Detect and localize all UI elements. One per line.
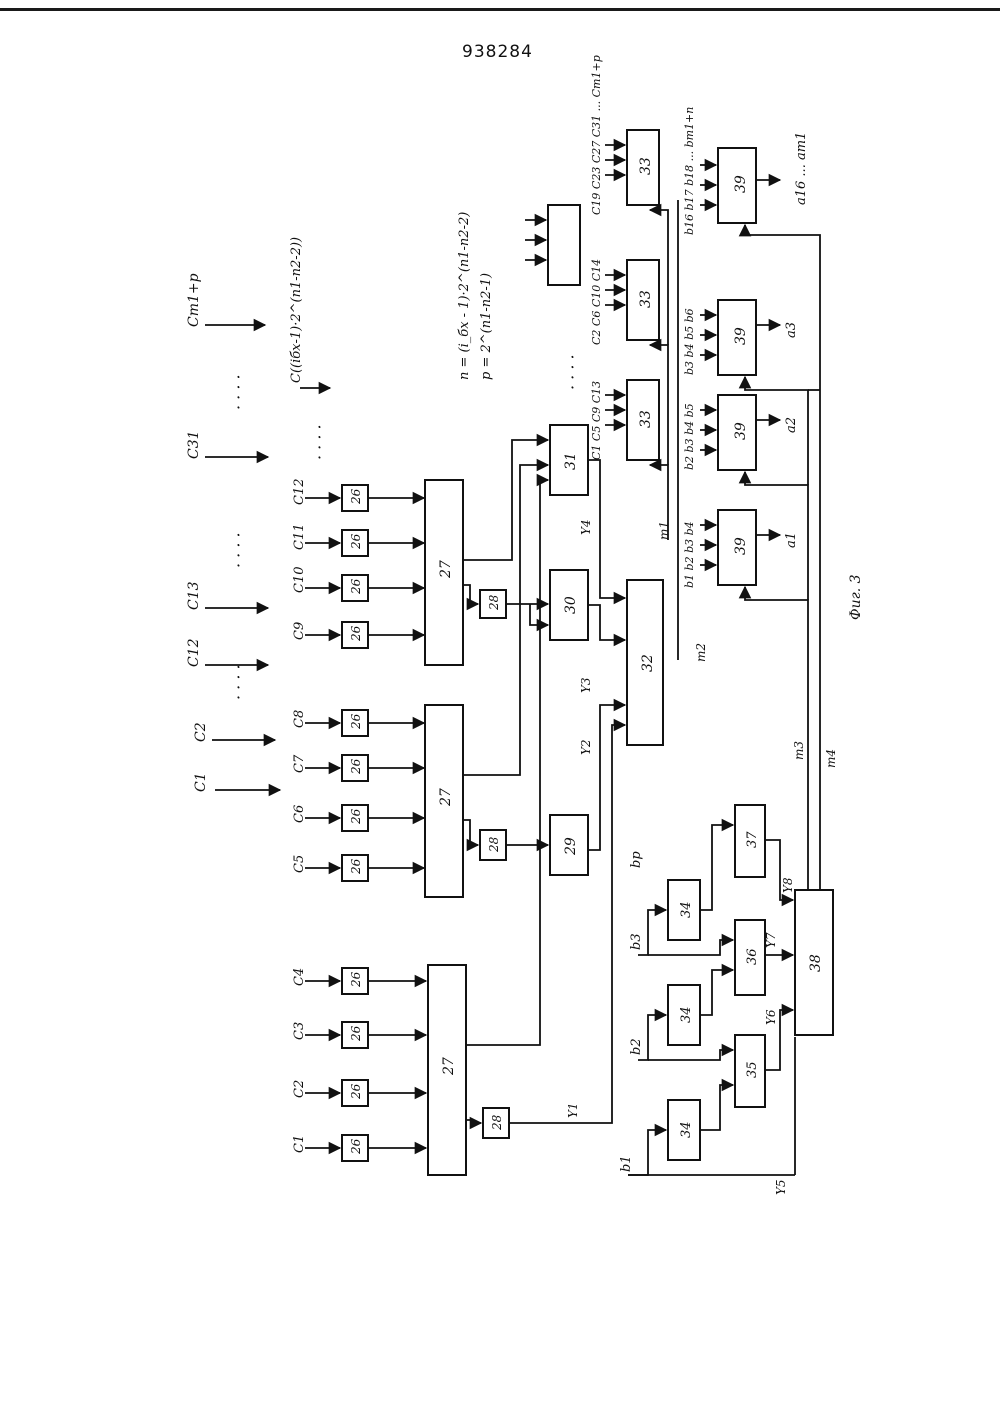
svg-text:C3: C3 bbox=[292, 1022, 307, 1040]
label-cm1p-top: Cm1+p bbox=[186, 273, 202, 327]
svg-text:a3: a3 bbox=[784, 322, 799, 338]
svg-text:34: 34 bbox=[679, 901, 694, 918]
svg-text:39: 39 bbox=[733, 537, 749, 555]
svg-text:C9: C9 bbox=[292, 622, 307, 640]
svg-text:b3 b4 b5 b6: b3 b4 b5 b6 bbox=[683, 308, 696, 375]
svg-text:Y3: Y3 bbox=[579, 677, 593, 693]
svg-text:30: 30 bbox=[563, 596, 579, 614]
svg-text:C2 C6 C10 C14: C2 C6 C10 C14 bbox=[590, 259, 603, 345]
dots-1: · · · · bbox=[229, 664, 248, 700]
svg-text:b16 b17 b18 ... bm1+n: b16 b17 b18 ... bm1+n bbox=[683, 107, 696, 235]
label-c2-top: C2 bbox=[193, 722, 209, 742]
svg-text:Y5: Y5 bbox=[774, 1179, 788, 1195]
formula-n: n = (i_бх - 1)·2^(n1-n2-2) bbox=[457, 212, 472, 380]
svg-text:26: 26 bbox=[349, 625, 363, 642]
top-c-arrows: C1 C2 C12 C13 C31 Cm1+p C((iбх-1)·2^(n1-… bbox=[186, 237, 582, 792]
label-c13-top: C13 bbox=[186, 581, 202, 610]
svg-text:C2: C2 bbox=[292, 1080, 307, 1098]
blocks-29-31: 29 30 31 bbox=[463, 425, 588, 1045]
svg-text:28: 28 bbox=[487, 594, 501, 611]
svg-text:27: 27 bbox=[438, 560, 454, 579]
svg-text:26: 26 bbox=[349, 1138, 363, 1155]
svg-text:Y8: Y8 bbox=[781, 877, 795, 893]
svg-text:m4: m4 bbox=[824, 749, 838, 768]
svg-text:35: 35 bbox=[745, 1061, 760, 1078]
svg-text:34: 34 bbox=[679, 1006, 694, 1023]
label-c31-top: C31 bbox=[186, 430, 202, 459]
svg-text:33: 33 bbox=[638, 157, 654, 175]
svg-text:26: 26 bbox=[349, 713, 363, 730]
svg-text:C5: C5 bbox=[292, 855, 307, 873]
svg-text:28: 28 bbox=[490, 1114, 504, 1131]
svg-text:m1: m1 bbox=[657, 521, 671, 540]
svg-text:Y7: Y7 bbox=[764, 932, 778, 948]
svg-text:29: 29 bbox=[563, 837, 579, 856]
svg-text:C19 C23 C27 C31 ... Cm1+p: C19 C23 C27 C31 ... Cm1+p bbox=[590, 55, 603, 215]
svg-text:b2: b2 bbox=[629, 1038, 644, 1055]
svg-text:b1: b1 bbox=[619, 1155, 634, 1172]
svg-text:27: 27 bbox=[441, 1057, 457, 1076]
dots-5: · · · · bbox=[563, 354, 582, 390]
label-c12-top: C12 bbox=[186, 638, 202, 667]
svg-text:a1: a1 bbox=[784, 532, 799, 548]
label-c1-top: C1 bbox=[193, 772, 209, 792]
dots-2: · · · · bbox=[229, 532, 248, 568]
svg-text:26: 26 bbox=[349, 533, 363, 550]
svg-text:Y1: Y1 bbox=[566, 1102, 580, 1118]
svg-text:26: 26 bbox=[349, 758, 363, 775]
svg-text:37: 37 bbox=[745, 831, 760, 848]
formula-p: p = 2^(n1-n2-1) bbox=[479, 273, 494, 380]
svg-text:C12: C12 bbox=[292, 479, 307, 506]
svg-text:26: 26 bbox=[349, 971, 363, 988]
svg-text:C11: C11 bbox=[292, 524, 307, 551]
svg-text:26: 26 bbox=[349, 858, 363, 875]
dots-4: · · · · bbox=[310, 424, 329, 460]
svg-text:b3: b3 bbox=[629, 933, 644, 950]
svg-text:a2: a2 bbox=[784, 417, 799, 433]
svg-text:38: 38 bbox=[808, 954, 824, 972]
svg-text:Y6: Y6 bbox=[764, 1009, 778, 1025]
blocks-39: 39 39 39 39 a1 a2 a3 a16 ... am1 b1 b2 b… bbox=[683, 107, 838, 890]
blocks-27: 27 27 27 bbox=[425, 480, 466, 1175]
svg-text:C7: C7 bbox=[292, 754, 307, 773]
svg-text:26: 26 bbox=[349, 578, 363, 595]
svg-text:39: 39 bbox=[733, 422, 749, 440]
svg-text:39: 39 bbox=[733, 327, 749, 345]
label-c-formula-top: C((iбх-1)·2^(n1-n2-2)) bbox=[289, 237, 304, 383]
svg-text:36: 36 bbox=[745, 948, 760, 965]
svg-text:27: 27 bbox=[438, 788, 454, 807]
svg-text:bp: bp bbox=[629, 851, 644, 868]
svg-text:31: 31 bbox=[563, 452, 579, 470]
svg-text:b2 b3 b4 b5: b2 b3 b4 b5 bbox=[683, 403, 696, 470]
svg-text:26: 26 bbox=[349, 1083, 363, 1100]
svg-text:33: 33 bbox=[638, 410, 654, 428]
figure-label: Фиг. 3 bbox=[848, 574, 864, 620]
svg-text:C8: C8 bbox=[292, 710, 307, 728]
svg-text:34: 34 bbox=[679, 1121, 694, 1138]
blocks-26: 26 26 26 26 26 26 26 26 26 26 26 26 C9 C… bbox=[292, 479, 426, 1162]
svg-text:Y4: Y4 bbox=[579, 519, 593, 535]
svg-text:C10: C10 bbox=[292, 567, 307, 594]
svg-text:26: 26 bbox=[349, 1025, 363, 1042]
svg-text:b1 b2 b3 b4: b1 b2 b3 b4 bbox=[683, 521, 696, 588]
svg-text:33: 33 bbox=[638, 290, 654, 308]
svg-text:m2: m2 bbox=[694, 643, 708, 662]
svg-text:32: 32 bbox=[640, 654, 656, 672]
svg-text:28: 28 bbox=[487, 836, 501, 853]
block-32: 32 Y3 Y2 Y1 Y4 bbox=[509, 460, 663, 1123]
svg-text:Y2: Y2 bbox=[579, 739, 593, 755]
svg-text:39: 39 bbox=[733, 175, 749, 193]
svg-text:C1: C1 bbox=[292, 1135, 307, 1153]
svg-text:26: 26 bbox=[349, 808, 363, 825]
blocks-34-38: 34 34 34 35 36 37 38 b1 b2 b3 bp Y5 Y6 Y… bbox=[619, 805, 833, 1195]
blocks-28: 28 28 28 bbox=[463, 585, 509, 1138]
svg-text:26: 26 bbox=[349, 488, 363, 505]
svg-text:C4: C4 bbox=[292, 968, 307, 986]
svg-text:C1 C5 C9 C13: C1 C5 C9 C13 bbox=[590, 381, 603, 460]
dots-3: · · · · bbox=[229, 374, 248, 410]
svg-text:m3: m3 bbox=[792, 741, 806, 760]
svg-text:C6: C6 bbox=[292, 805, 307, 823]
svg-text:a16 ... am1: a16 ... am1 bbox=[794, 132, 809, 205]
